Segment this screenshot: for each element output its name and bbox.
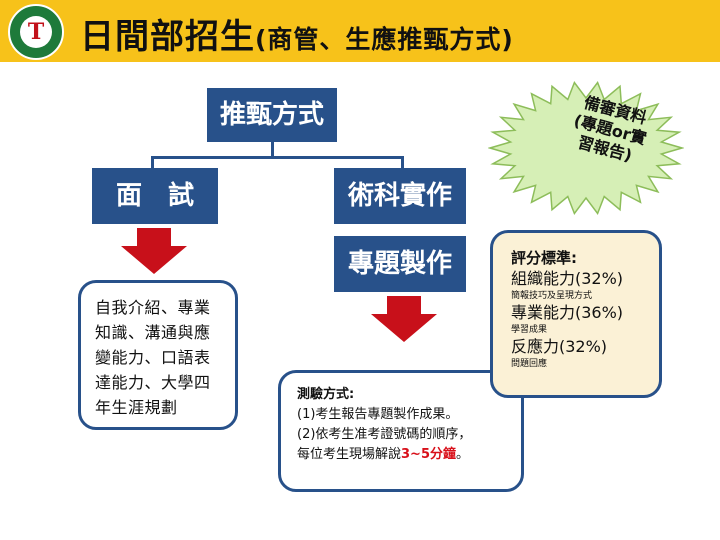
starburst-badge: [488, 80, 684, 216]
test-method-line1: (1)考生報告專題製作成果。: [297, 407, 459, 422]
test-method-line3: 每位考生現場解說3~5分鐘。: [297, 445, 513, 465]
connector-vertical-root: [271, 142, 274, 158]
criteria-item-organization: 組織能力(32%): [511, 269, 624, 288]
criteria-note-reaction: 問題回應: [511, 359, 548, 369]
interview-box: 面 試: [92, 168, 218, 224]
test-method-heading: 測驗方式:: [297, 387, 355, 402]
page-title: 日間部招生(商管、生應推甄方式): [80, 9, 514, 58]
test-method-line3-prefix: 每位考生現場解說: [297, 447, 402, 462]
criteria-panel: 評分標準: 組織能力(32%) 簡報技巧及呈現方式 專業能力(36%) 學習成果…: [490, 230, 662, 398]
interview-description-panel: 自我介紹、專業知識、溝通與應變能力、口語表達能力、大學四年生涯規劃: [78, 280, 238, 430]
header-bar: T 日間部招生(商管、生應推甄方式): [0, 0, 720, 62]
criteria-note-organization: 簡報技巧及呈現方式: [511, 291, 593, 301]
criteria-item-reaction: 反應力(32%): [511, 337, 608, 356]
project-box: 專題製作: [334, 236, 466, 292]
test-duration-highlight: 3~5分鐘: [401, 447, 456, 462]
test-method-panel: 測驗方式: (1)考生報告專題製作成果。 (2)依考生准考證號碼的順序， 每位考…: [278, 370, 524, 492]
criteria-item-professional: 專業能力(36%): [511, 303, 624, 322]
practical-box: 術科實作: [334, 168, 466, 224]
connector-left-drop: [151, 156, 154, 170]
test-method-line2: (2)依考生准考證號碼的順序，: [297, 427, 472, 442]
connector-right-drop: [401, 156, 404, 170]
starburst-shape: [488, 80, 684, 216]
down-arrow-left-icon: [121, 228, 187, 274]
test-method-line3-suffix: 。: [456, 447, 470, 462]
university-logo: T: [8, 4, 64, 60]
logo-letter: T: [20, 16, 52, 48]
connector-horizontal: [151, 156, 404, 159]
criteria-note-professional: 學習成果: [511, 325, 548, 335]
page-title-main: 日間部招生: [80, 17, 255, 57]
down-arrow-right-icon: [371, 296, 437, 342]
interview-description-text: 自我介紹、專業知識、溝通與應變能力、口語表達能力、大學四年生涯規劃: [95, 298, 211, 417]
criteria-heading: 評分標準:: [511, 249, 577, 267]
root-box: 推甄方式: [207, 88, 337, 142]
page-title-sub: (商管、生應推甄方式): [255, 25, 514, 54]
